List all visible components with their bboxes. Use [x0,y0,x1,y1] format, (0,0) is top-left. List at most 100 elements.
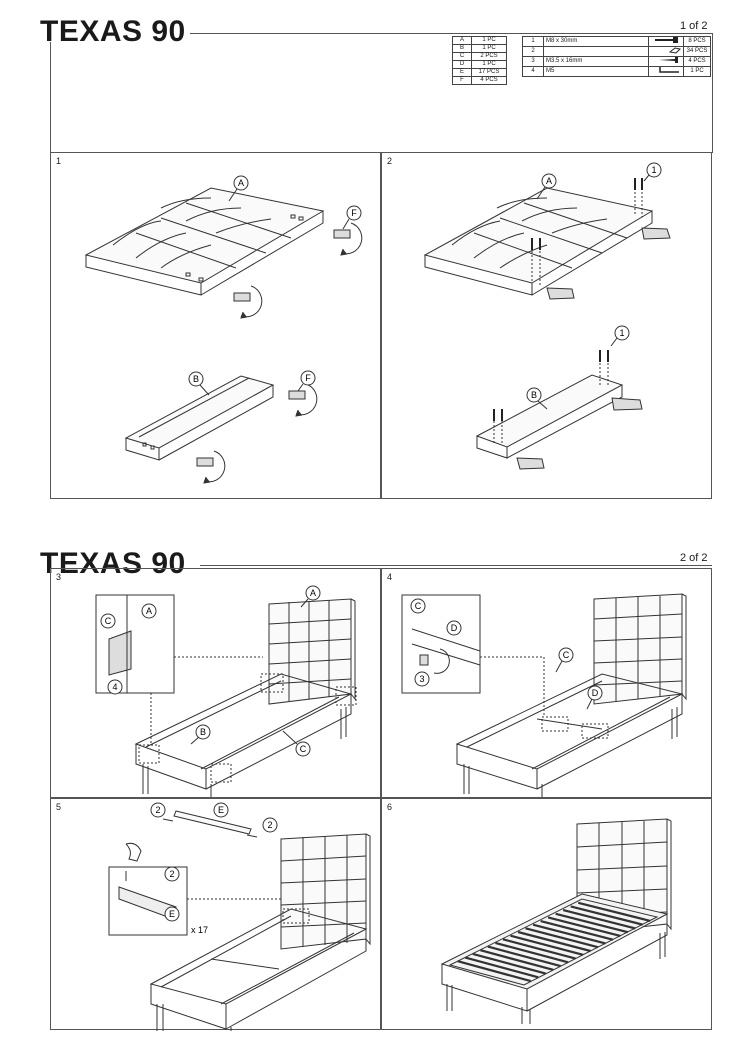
callout-b: B [193,374,199,384]
part-qty: 17 PCS [471,68,507,77]
callout-d: D [451,623,458,633]
hardware-row: 1 M8 x 30mm 8 PCS [522,36,711,47]
part-qty: 4 PCS [471,76,507,85]
callout-2: 2 [155,805,160,815]
callout-a: A [146,606,152,616]
bed-slat [510,934,584,956]
title-rule [200,565,712,566]
frame-left-line [50,42,51,152]
sheet-title: TEXAS 90 [40,15,186,48]
page-number: 1 of 2 [680,20,708,32]
slat-multiplier: x 17 [191,925,208,935]
bed-slat [487,945,561,968]
callout-b: B [200,727,206,737]
instruction-sheet-2: TEXAS 90 2 of 2 3 [0,540,750,1040]
bed-slat [540,919,614,941]
bed-slat [472,952,546,975]
step-1-panel: 1 [50,152,381,499]
callout-c: C [105,616,112,626]
callout-a: A [310,588,316,598]
part-id: A [452,36,472,45]
part-id: E [452,68,472,77]
callout-c: C [415,601,422,611]
step-4-illustration: C D 3 C D [401,593,687,797]
slat-clip-icon [648,46,684,57]
bolt-icon [648,36,684,47]
callout-a: A [238,178,244,188]
part-qty: 1 PC [471,44,507,53]
bed-slat [465,956,539,979]
title-rule [190,33,712,34]
step-number: 2 [387,156,393,166]
hardware-qty: 34 PCS [683,46,711,57]
step-2-illustration: A 1 1 B [423,162,671,470]
step-3-panel: 3 [50,568,381,798]
hardware-desc: M3.5 x 16mm [543,56,649,67]
hardware-table: 1 M8 x 30mm 8 PCS 2 34 PCS 3 M3.5 x 16mm… [522,36,711,77]
callout-e: E [218,805,224,815]
part-id: B [452,44,472,53]
step-6-illustration [440,818,672,1024]
hardware-row: 3 M3.5 x 16mm 4 PCS [522,56,711,67]
step-4-panel: 4 [381,568,712,798]
part-id: D [452,60,472,69]
callout-1: 1 [651,165,656,175]
hardware-no: 2 [522,46,544,57]
bed-slat [562,909,636,930]
frame-right-line [712,33,713,153]
bed-slat [480,949,554,971]
bed-slat [555,912,629,934]
part-id: F [452,76,472,85]
hardware-desc: M5 [543,66,649,77]
callout-2: 2 [267,820,272,830]
allen-key-icon [648,66,684,77]
hardware-no: 1 [522,36,544,47]
hardware-row: 4 M5 1 PC [522,66,711,77]
step-number: 5 [56,802,62,812]
bed-slat [532,923,606,945]
hardware-desc [543,46,649,57]
callout-c: C [300,744,307,754]
callout-e: E [169,909,175,919]
callout-b: B [531,390,537,400]
bed-slat [457,960,532,983]
callout-d: D [592,688,599,698]
step-number: 4 [387,572,393,582]
callout-2: 2 [169,869,174,879]
step-number: 1 [56,156,62,166]
hardware-desc: M8 x 30mm [543,36,649,47]
hardware-qty: 1 PC [683,66,711,77]
callout-c: C [563,650,570,660]
step-number: 3 [56,572,62,582]
sheet-title: TEXAS 90 [40,547,186,580]
callout-1: 1 [619,328,624,338]
step-3-illustration: A C 4 A B C [95,585,357,797]
step-6-panel: 6 [381,798,712,1030]
hardware-no: 4 [522,66,544,77]
hardware-qty: 8 PCS [683,36,711,47]
step-1-illustration: A F B F [84,175,363,484]
step-2-panel: 2 [381,152,712,499]
screw-icon [648,56,684,67]
bed-slat [577,901,651,922]
bed-slat [570,905,644,926]
callout-4: 4 [112,682,117,692]
part-qty: 1 PC [471,36,507,45]
bed-slat [547,916,621,938]
bed-slat [517,930,591,953]
part-id: C [452,52,472,61]
bed-slat [525,927,599,949]
part-qty: 2 PCS [471,52,507,61]
page-number: 2 of 2 [680,552,708,564]
part-qty: 1 PC [471,60,507,69]
hardware-row: 2 34 PCS [522,46,711,57]
callout-f: F [305,373,311,383]
